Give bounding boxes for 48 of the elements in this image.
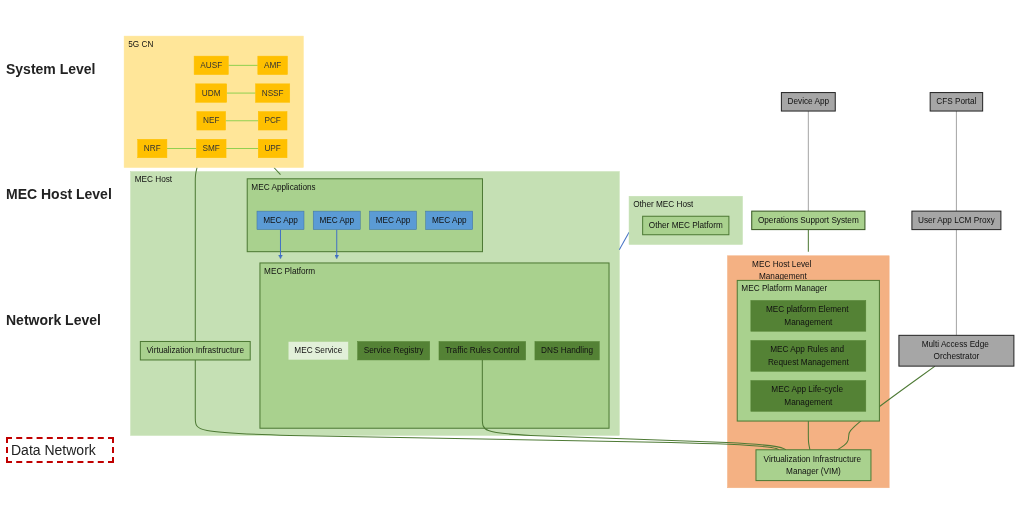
node-box: Virtualization Infrastructure [139,341,251,361]
node-box: MEC platform Element Management [750,300,867,332]
region-label: Data Network [6,437,114,464]
arrow [278,229,283,260]
node-box: Multi Access Edge Orchestrator [898,334,1015,367]
node-box: PCF [258,111,288,131]
node-box: UDM [195,83,227,103]
level-label: MEC Host Level [6,186,113,203]
connector [166,148,197,150]
node-box: DNS Handling [534,341,600,361]
node-box: Virtualization Infrastructure Manager (VIM) [755,449,872,482]
node-box: Other MEC Platform [642,215,730,236]
node-box: MEC App Life-cycle Management [750,380,867,412]
node-box: NRF [137,139,168,159]
node-box: Operations Support System [751,210,866,231]
node-box: Device App [780,92,836,112]
node-box: MEC Service [287,341,349,361]
node-box: Service Registry [357,341,430,361]
arrow [334,229,339,260]
node-box: MEC App [256,210,305,230]
connector [273,167,281,176]
node-box: UPF [258,139,288,159]
node-box: NSSF [255,83,290,103]
connector [194,167,198,343]
connector [807,420,811,451]
connector [481,359,787,451]
level-label: System Level [6,60,97,77]
node-box: Traffic Rules Control [438,341,526,361]
node-box: MEC App [312,210,361,230]
node-box: AUSF [193,55,229,75]
connector [955,110,957,212]
connector [226,92,257,94]
connector [227,64,259,66]
node-box: SMF [196,139,227,159]
node-box: NEF [196,111,226,131]
node-box: MEC App [369,210,417,230]
level-label: Network Level [6,311,102,328]
connector [225,120,259,122]
node-box: MEC App [425,210,473,230]
node-box: CFS Portal [929,92,984,112]
connector [618,231,630,251]
node-box: AMF [257,55,288,75]
node-box: User App LCM Proxy [911,210,1002,231]
connector [955,229,957,336]
connector [807,110,809,212]
connector [225,148,259,150]
connector [807,229,809,253]
node-box: MEC App Rules and Request Management [750,340,867,372]
